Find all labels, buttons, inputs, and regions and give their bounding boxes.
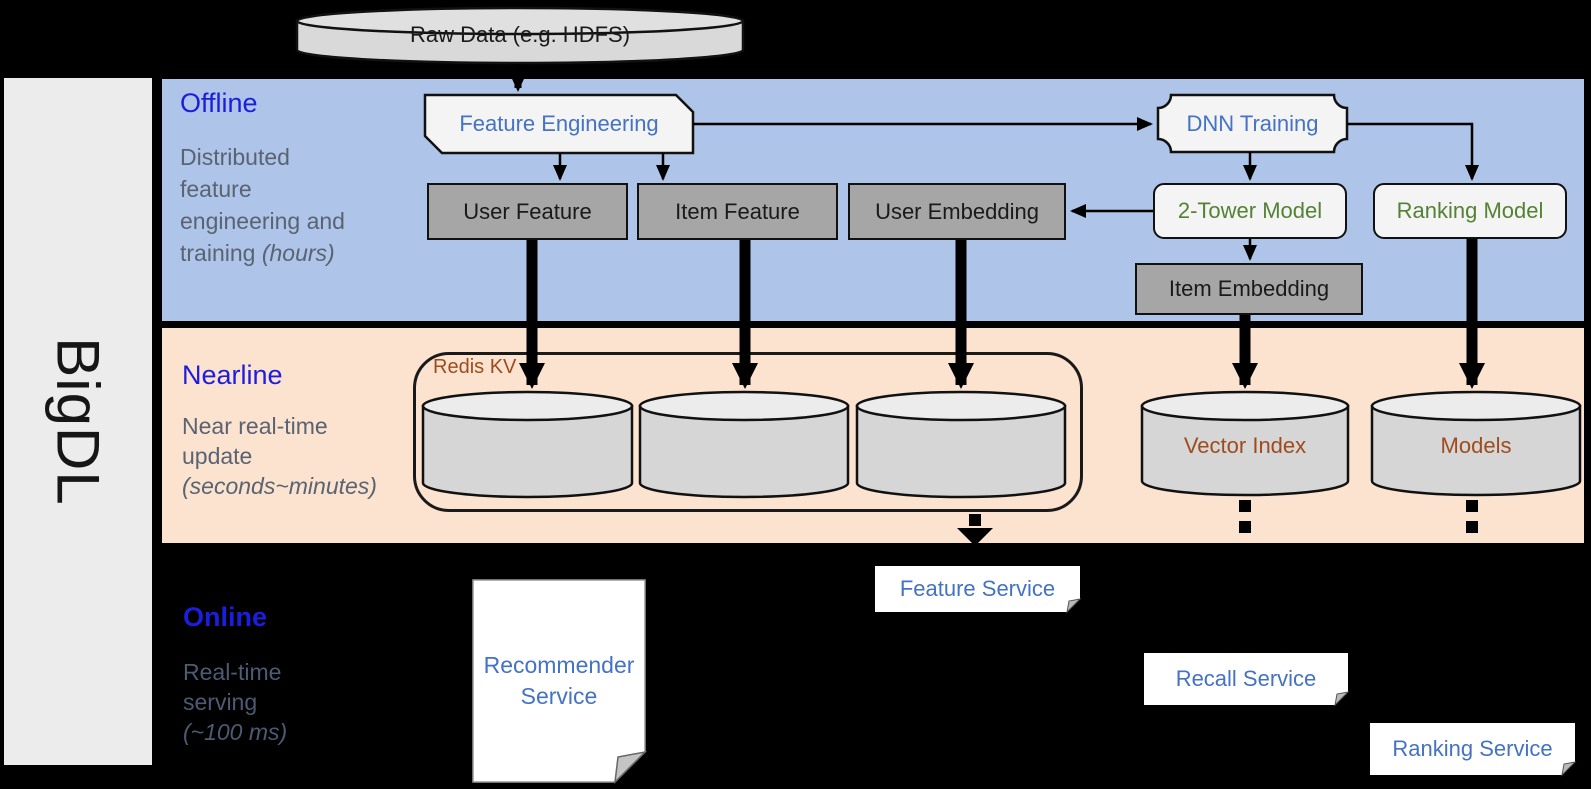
nearline-section-labels: Nearline Near real-time update (seconds~…	[182, 360, 432, 501]
two-tower-model-node: 2-Tower Model	[1153, 183, 1347, 239]
ranking-model-node: Ranking Model	[1373, 183, 1567, 239]
redis-kv-label: Redis KV	[433, 356, 517, 378]
redis-cylinder-3	[855, 390, 1067, 499]
dashed-arrowhead-feature-service	[957, 528, 993, 546]
arrow-dnn-to-ranking-model	[1347, 122, 1479, 181]
dnn-training-shape	[1156, 93, 1349, 154]
feature-engineering-shape	[423, 93, 695, 155]
feature-service-doc	[875, 566, 1082, 614]
offline-section-labels: Offline Distributed feature engineering …	[180, 88, 430, 269]
ranking-service-doc	[1370, 723, 1577, 777]
offline-title: Offline	[180, 88, 258, 118]
models-cylinder	[1370, 390, 1582, 497]
redis-cylinder-1	[421, 390, 634, 499]
bigdl-sidebar: BigDL	[4, 78, 152, 765]
offline-subtitle: Distributed feature engineering and trai…	[180, 144, 345, 266]
online-section-labels: Online Real-time serving (~100 ms)	[183, 602, 433, 747]
recommender-service-doc	[472, 579, 648, 785]
dashed-connectors	[969, 500, 1478, 533]
online-subtitle: Real-time serving (~100 ms)	[183, 659, 288, 745]
online-title: Online	[183, 602, 268, 632]
item-embedding-node: Item Embedding	[1135, 263, 1363, 315]
item-feature-node: Item Feature	[637, 183, 838, 240]
vector-index-cylinder	[1140, 390, 1350, 497]
user-feature-node: User Feature	[427, 183, 628, 240]
raw-data-cylinder	[295, 6, 745, 65]
thick-arrows	[519, 239, 1485, 389]
recall-service-doc	[1144, 653, 1350, 707]
nearline-title: Nearline	[182, 360, 283, 390]
thin-arrows	[508, 64, 1479, 261]
nearline-subtitle: Near real-time update (seconds~minutes)	[182, 413, 377, 499]
redis-cylinder-2	[638, 390, 850, 499]
user-embedding-node: User Embedding	[848, 183, 1066, 240]
